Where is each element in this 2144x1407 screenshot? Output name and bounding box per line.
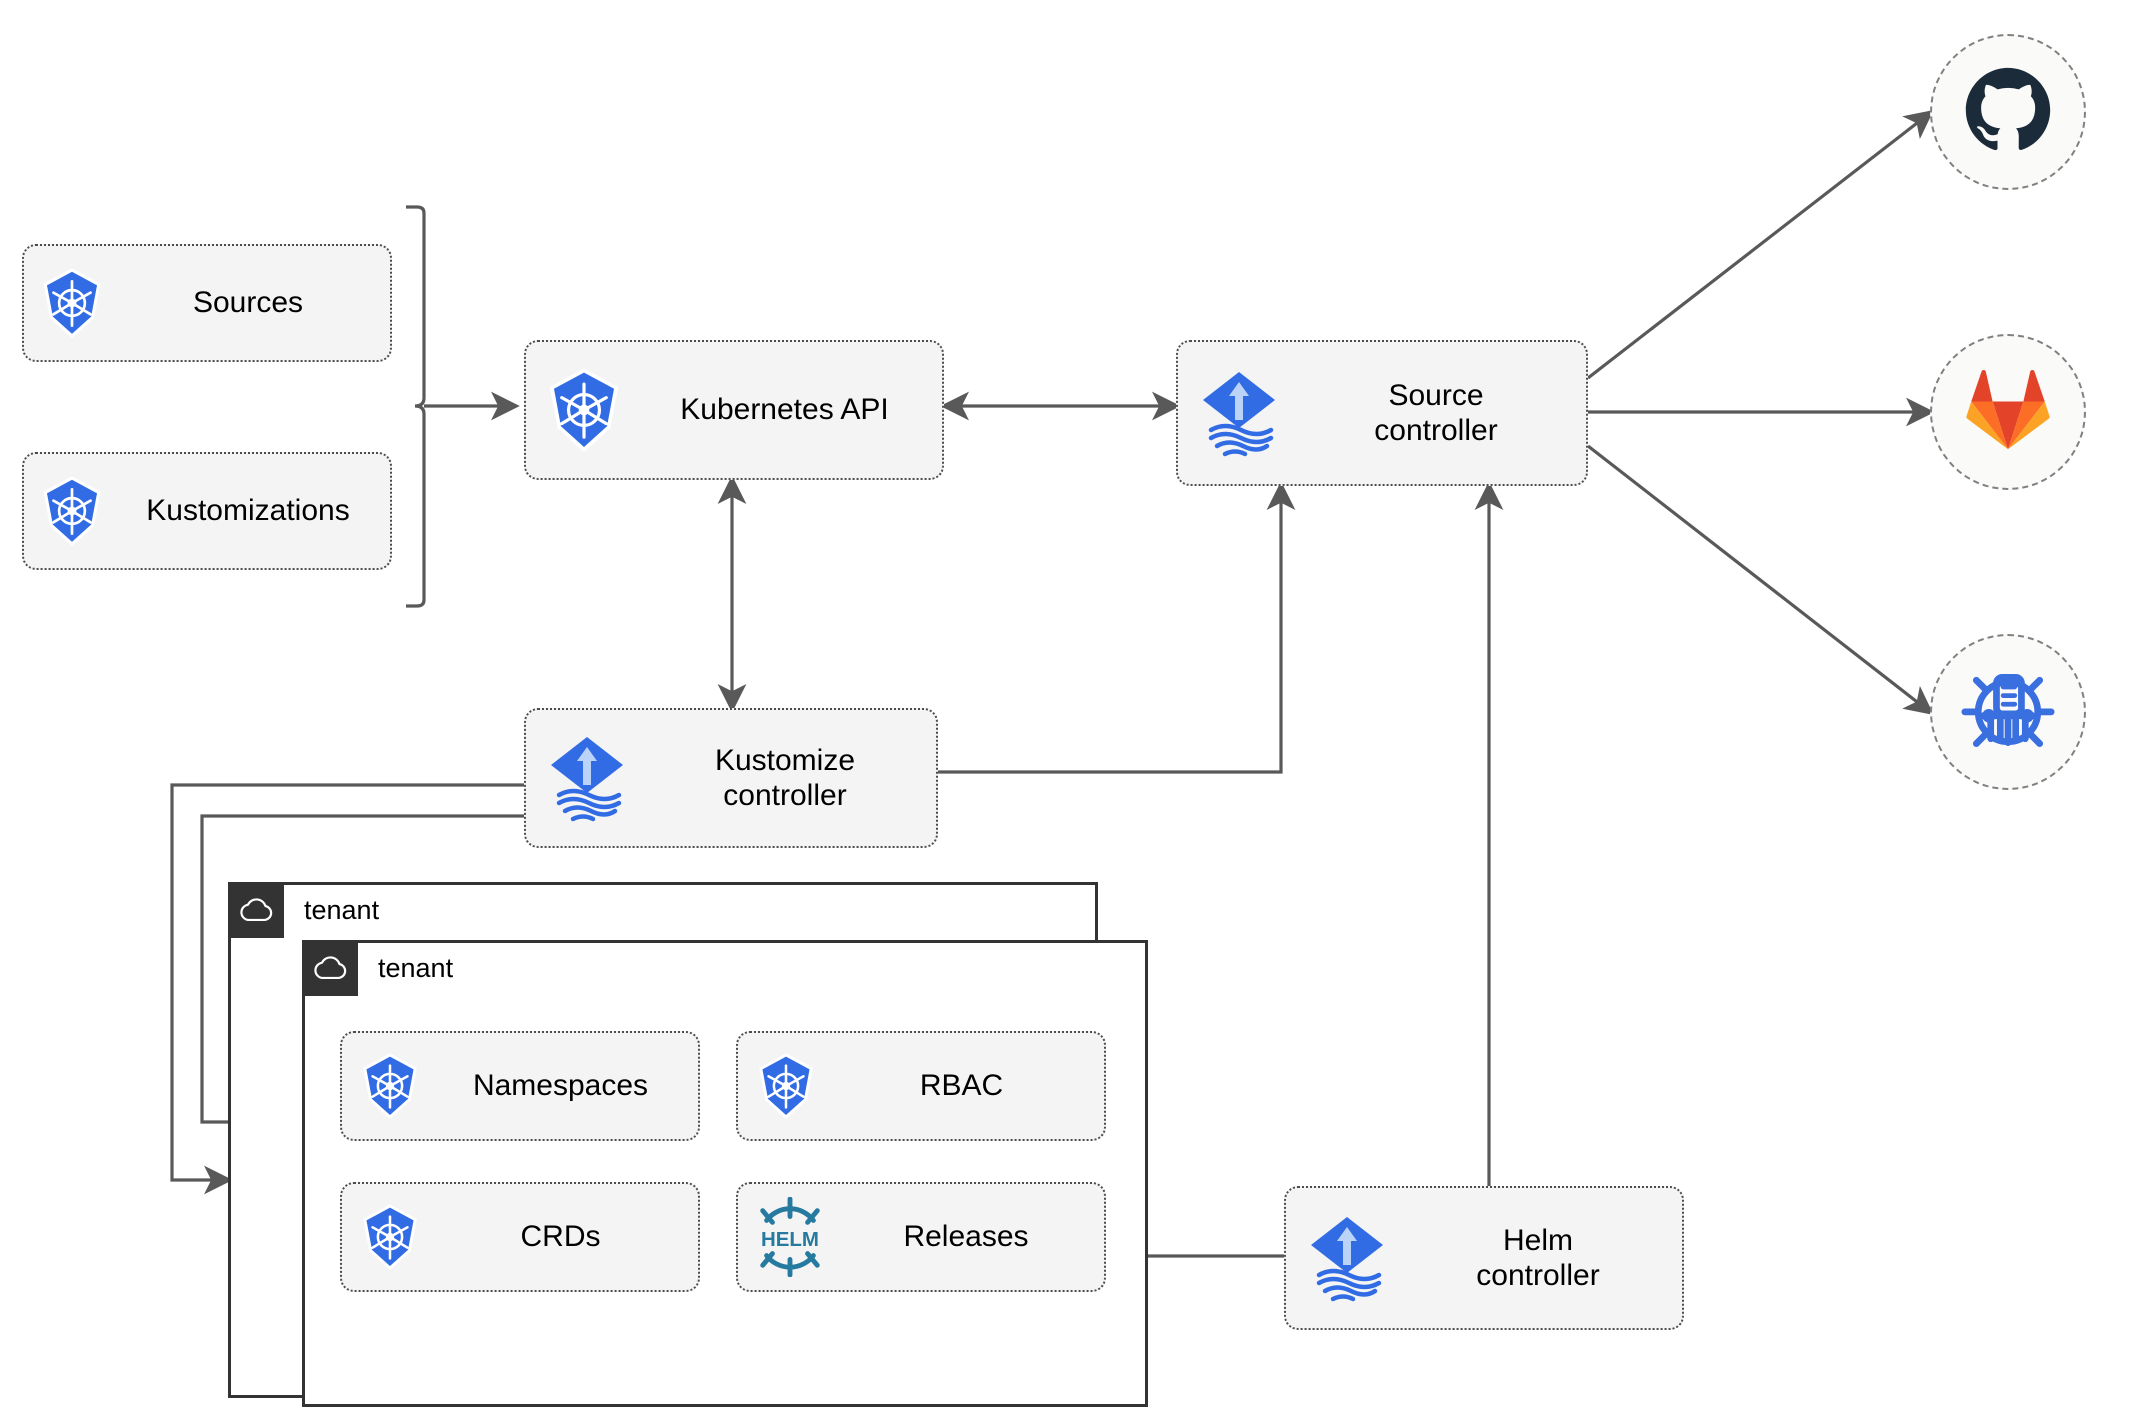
tenant-header-outer: tenant: [228, 882, 379, 938]
provider-github[interactable]: [1930, 34, 2086, 190]
tenant-label: tenant: [378, 952, 454, 983]
kubernetes-api-node[interactable]: Kubernetes API: [524, 340, 944, 480]
cloud-icon: [228, 882, 284, 938]
flux-icon: [1178, 340, 1300, 486]
kubernetes-icon: [24, 452, 120, 570]
helm-controller-node[interactable]: Helm controller: [1284, 1186, 1684, 1330]
kubernetes-icon: [526, 340, 641, 480]
tenant-resource-label: Releases: [903, 1220, 1029, 1254]
resource-node-sources[interactable]: Sources: [22, 244, 392, 362]
kustomize-controller-label: Kustomize controller: [714, 743, 856, 812]
helm-chart-repository-icon: [1960, 662, 2056, 763]
bracket-spine: [414, 213, 426, 600]
bracket-top-cap: [406, 205, 426, 214]
flux-icon: [526, 708, 648, 848]
tenant-label: tenant: [304, 894, 380, 925]
provider-gitlab[interactable]: [1930, 334, 2086, 490]
source-controller-node[interactable]: Source controller: [1176, 340, 1588, 486]
tenant-resource-namespaces[interactable]: Namespaces: [340, 1031, 700, 1141]
kustomize-controller-node[interactable]: Kustomize controller: [524, 708, 938, 848]
tenant-resource-releases[interactable]: HELM Releases: [736, 1182, 1106, 1292]
wire-kustomize-to-source: [938, 481, 1296, 774]
provider-helm-repository[interactable]: [1930, 634, 2086, 790]
resource-node-kustomizations[interactable]: Kustomizations: [22, 452, 392, 570]
kubernetes-icon: [342, 1182, 437, 1292]
kubernetes-icon: [738, 1031, 833, 1141]
tenant-resource-rbac[interactable]: RBAC: [736, 1031, 1106, 1141]
flux-icon: [1286, 1186, 1408, 1330]
tenant-resource-crds[interactable]: CRDs: [340, 1182, 700, 1292]
resource-label: Sources: [192, 286, 304, 320]
gitlab-icon: [1965, 369, 2051, 456]
wire-source-to-github: [1587, 110, 1934, 380]
tenant-resource-label: CRDs: [520, 1220, 601, 1254]
kubernetes-icon: [24, 244, 120, 362]
bracket-bottom-cap: [406, 599, 426, 608]
cloud-icon: [302, 940, 358, 996]
resource-label: Kustomizations: [146, 494, 350, 528]
tenant-resource-label: Namespaces: [472, 1069, 649, 1103]
tenant-header-inner: tenant: [302, 940, 453, 996]
tenant-container-inner: [302, 940, 1148, 1407]
svg-text:HELM: HELM: [761, 1228, 819, 1251]
source-controller-label: Source controller: [1374, 378, 1498, 447]
helm-controller-label: Helm controller: [1476, 1223, 1600, 1292]
kubernetes-icon: [342, 1031, 437, 1141]
github-icon: [1964, 66, 2052, 159]
wire-source-to-helmrepo: [1587, 444, 1934, 715]
kubernetes-api-label: Kubernetes API: [680, 393, 889, 427]
helm-icon: HELM: [738, 1182, 842, 1292]
tenant-resource-label: RBAC: [919, 1069, 1004, 1103]
